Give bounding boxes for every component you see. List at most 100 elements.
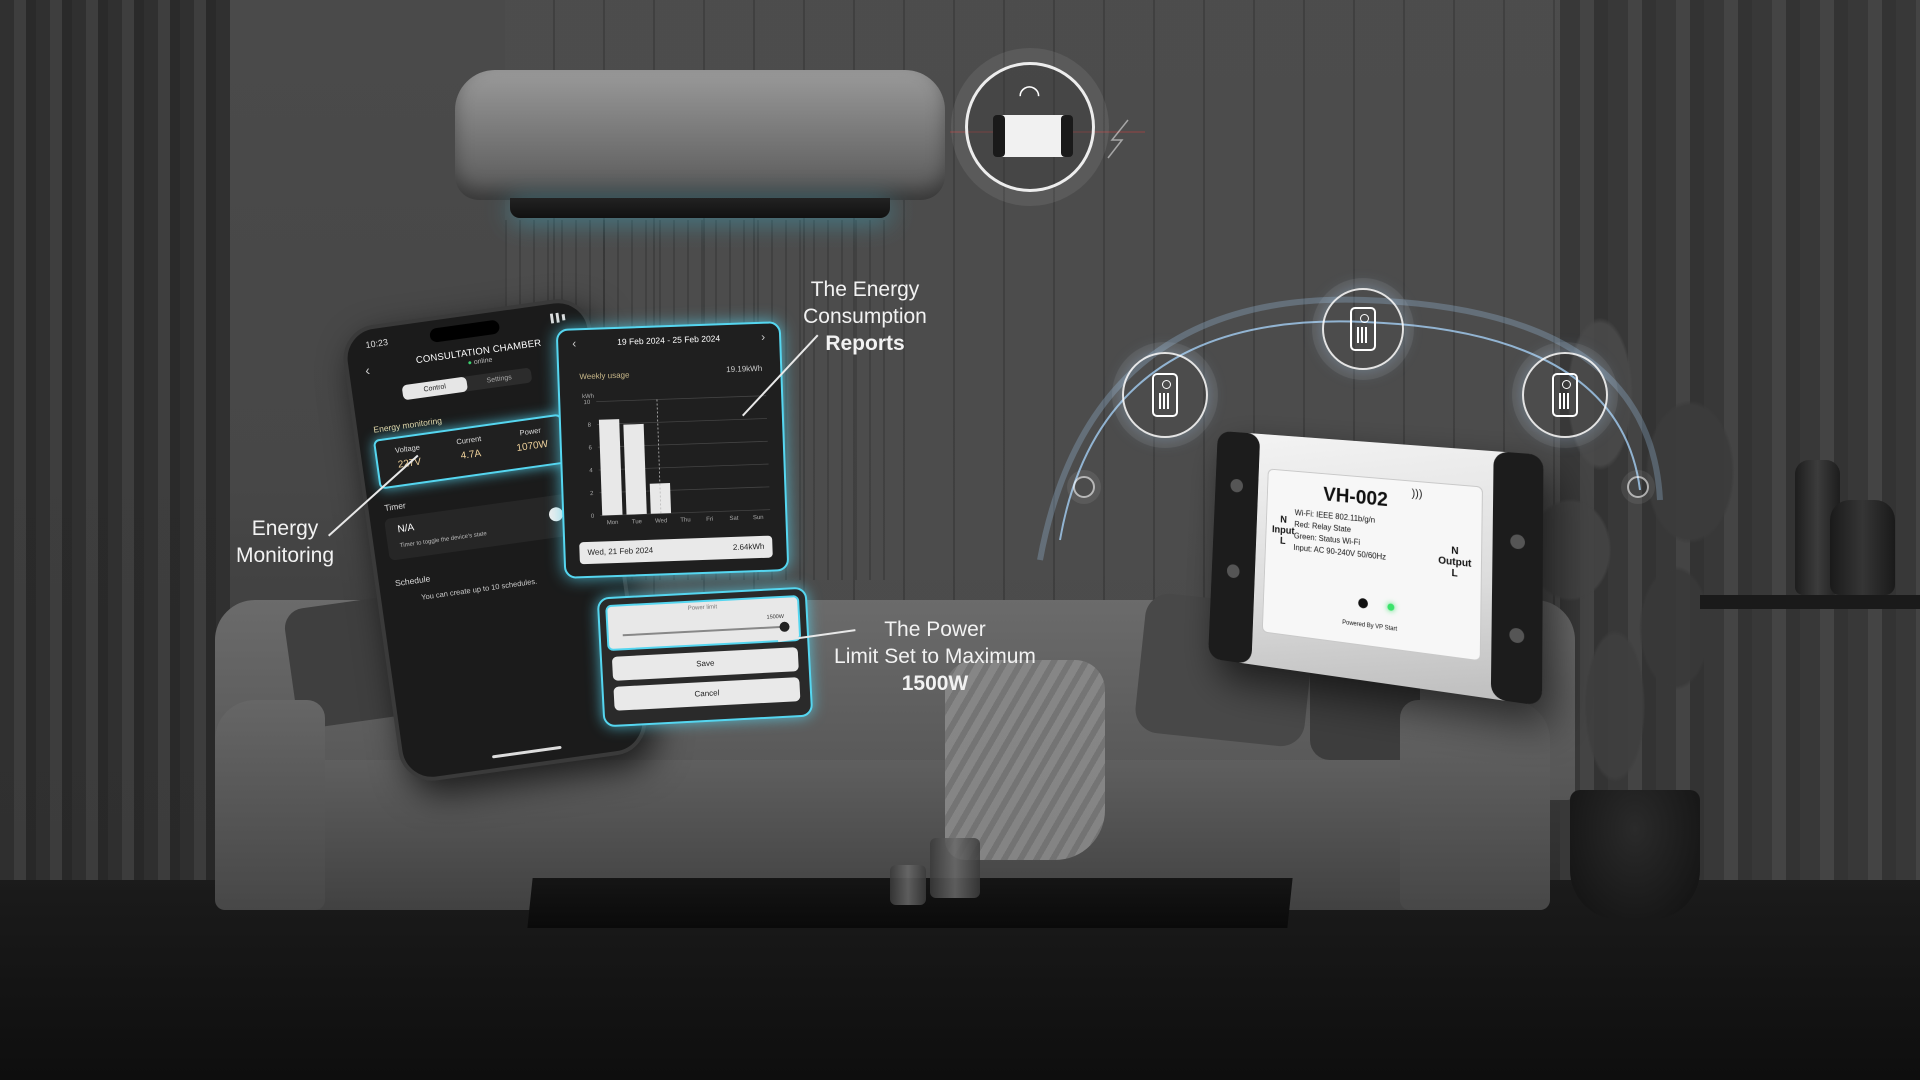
screw — [1509, 627, 1525, 644]
x-tick-label: Wed — [655, 518, 667, 524]
wifi-icon: ◠ — [1018, 79, 1041, 109]
phone-energy-icon — [1122, 352, 1208, 438]
timer-section-heading: Timer — [383, 500, 407, 514]
x-tick-label: Thu — [680, 517, 691, 523]
save-button[interactable]: Save — [611, 647, 799, 681]
metric-current: Current 4.7A — [437, 424, 505, 478]
selected-value: 2.64kWh — [732, 541, 765, 552]
power-limit-max: 1500W — [766, 613, 785, 621]
screw — [1230, 478, 1244, 493]
screw — [1510, 533, 1526, 550]
x-tick-label: Sat — [729, 516, 739, 522]
x-tick-label: Tue — [632, 519, 643, 525]
energy-report-card: ‹ 19 Feb 2024 - 25 Feb 2024 › Weekly usa… — [555, 321, 790, 579]
n-label: N — [1451, 545, 1459, 558]
status-led — [1387, 603, 1395, 612]
side-table — [1700, 595, 1920, 609]
selected-day-summary: Wed, 21 Feb 2024 2.64kWh — [579, 535, 773, 565]
gridline — [598, 463, 769, 471]
weekly-usage-label: Weekly usage — [579, 370, 630, 382]
back-chevron-icon[interactable]: ‹ — [364, 361, 371, 379]
caption-bold: Reports — [825, 332, 905, 355]
wifi-icon: ))) — [1411, 487, 1423, 501]
next-week-icon[interactable]: › — [760, 329, 766, 344]
caption-power-limit: The Power Limit Set to Maximum 1500W — [820, 616, 1050, 697]
device-label: VH-002 ))) Wi-Fi: IEEE 802.11b/g/n Red: … — [1261, 468, 1483, 662]
y-tick-label: 2 — [590, 491, 594, 497]
weekly-usage-total: 19.19kWh — [726, 363, 763, 375]
dynamic-island — [429, 319, 501, 343]
sofa-arm-left — [215, 700, 325, 910]
schedule-section-heading: Schedule — [394, 573, 431, 589]
previous-week-icon[interactable]: ‹ — [571, 336, 577, 351]
x-tick-label: Mon — [607, 520, 619, 526]
l-label: L — [1279, 535, 1286, 547]
caption-line: Consumption — [803, 305, 927, 328]
device-model: VH-002 — [1322, 483, 1389, 512]
metric-value: 1070W — [515, 438, 549, 455]
caption-line: Limit Set to Maximum — [834, 645, 1036, 668]
n-label: N — [1280, 514, 1288, 526]
gridline — [597, 418, 767, 425]
arc-node-right — [1627, 476, 1649, 498]
gridline — [597, 440, 768, 448]
power-limit-slider-knob[interactable] — [779, 621, 790, 633]
caption-energy-reports: The Energy Consumption Reports — [770, 276, 960, 357]
y-tick-label: 8 — [588, 423, 592, 429]
vase — [1830, 500, 1895, 595]
powered-by-label: Powered By VP Start — [1342, 619, 1398, 633]
device-button — [1358, 597, 1369, 609]
metric-value: 227V — [397, 456, 422, 471]
input-terminal-label: N Input L — [1271, 514, 1295, 548]
selection-marker — [656, 399, 662, 514]
schedule-hint: You can create up to 10 schedules. — [420, 576, 538, 602]
x-tick-label: Fri — [706, 517, 713, 523]
timer-row[interactable]: N/A Timer to toggle the device's state — [384, 492, 579, 561]
bar — [649, 483, 672, 514]
tab-control[interactable]: Control — [401, 376, 469, 401]
caption-line: The Energy — [810, 278, 920, 301]
caption-line: The Power — [884, 618, 986, 641]
metric-power: Power 1070W — [498, 416, 566, 470]
bar — [623, 423, 647, 515]
phone-signal-icon — [1322, 288, 1404, 370]
air-conditioner-vent — [510, 198, 890, 218]
screw — [1226, 563, 1240, 579]
device-end-cap-right — [1490, 451, 1544, 707]
tab-settings[interactable]: Settings — [486, 374, 513, 385]
l-label: L — [1451, 567, 1458, 580]
device-end-cap-left — [1208, 430, 1261, 665]
timer-hint: Timer to toggle the device's state — [399, 531, 488, 550]
air-conditioner — [455, 70, 945, 200]
smart-switch-device: VH-002 ))) Wi-Fi: IEEE 802.11b/g/n Red: … — [1208, 430, 1544, 707]
bar — [598, 419, 623, 516]
date-range: 19 Feb 2024 - 25 Feb 2024 — [617, 333, 721, 347]
y-axis-label: kWh — [582, 394, 594, 400]
candle — [930, 838, 980, 898]
y-tick-label: 4 — [589, 468, 593, 474]
y-tick-label: 0 — [591, 514, 595, 520]
home-indicator — [491, 745, 562, 759]
caption-line: Monitoring — [235, 544, 335, 567]
power-limit-slider-panel: Power limit 1500W — [605, 595, 802, 652]
cancel-button[interactable]: Cancel — [613, 677, 801, 711]
caption-line: Energy — [251, 517, 319, 540]
blanket — [945, 660, 1105, 860]
arc-node-left — [1073, 476, 1095, 498]
candle — [890, 865, 926, 905]
y-tick-label: 10 — [584, 400, 592, 406]
wifi-device-icon: ◠ — [965, 62, 1095, 192]
timer-value: N/A — [396, 522, 415, 536]
power-limit-track[interactable] — [622, 625, 785, 637]
phone-control-icon — [1522, 352, 1608, 438]
sofa-arm-right — [1400, 700, 1550, 910]
gridline — [596, 395, 767, 403]
caption-energy-monitoring: Energy Monitoring — [215, 515, 355, 569]
selected-date: Wed, 21 Feb 2024 — [587, 545, 654, 558]
gridline — [600, 509, 771, 516]
device-thumbnail — [993, 115, 1073, 157]
power-limit-card: Power limit 1500W Save Cancel — [596, 586, 814, 728]
gridline — [599, 486, 770, 494]
x-tick-label: Sun — [753, 515, 764, 521]
